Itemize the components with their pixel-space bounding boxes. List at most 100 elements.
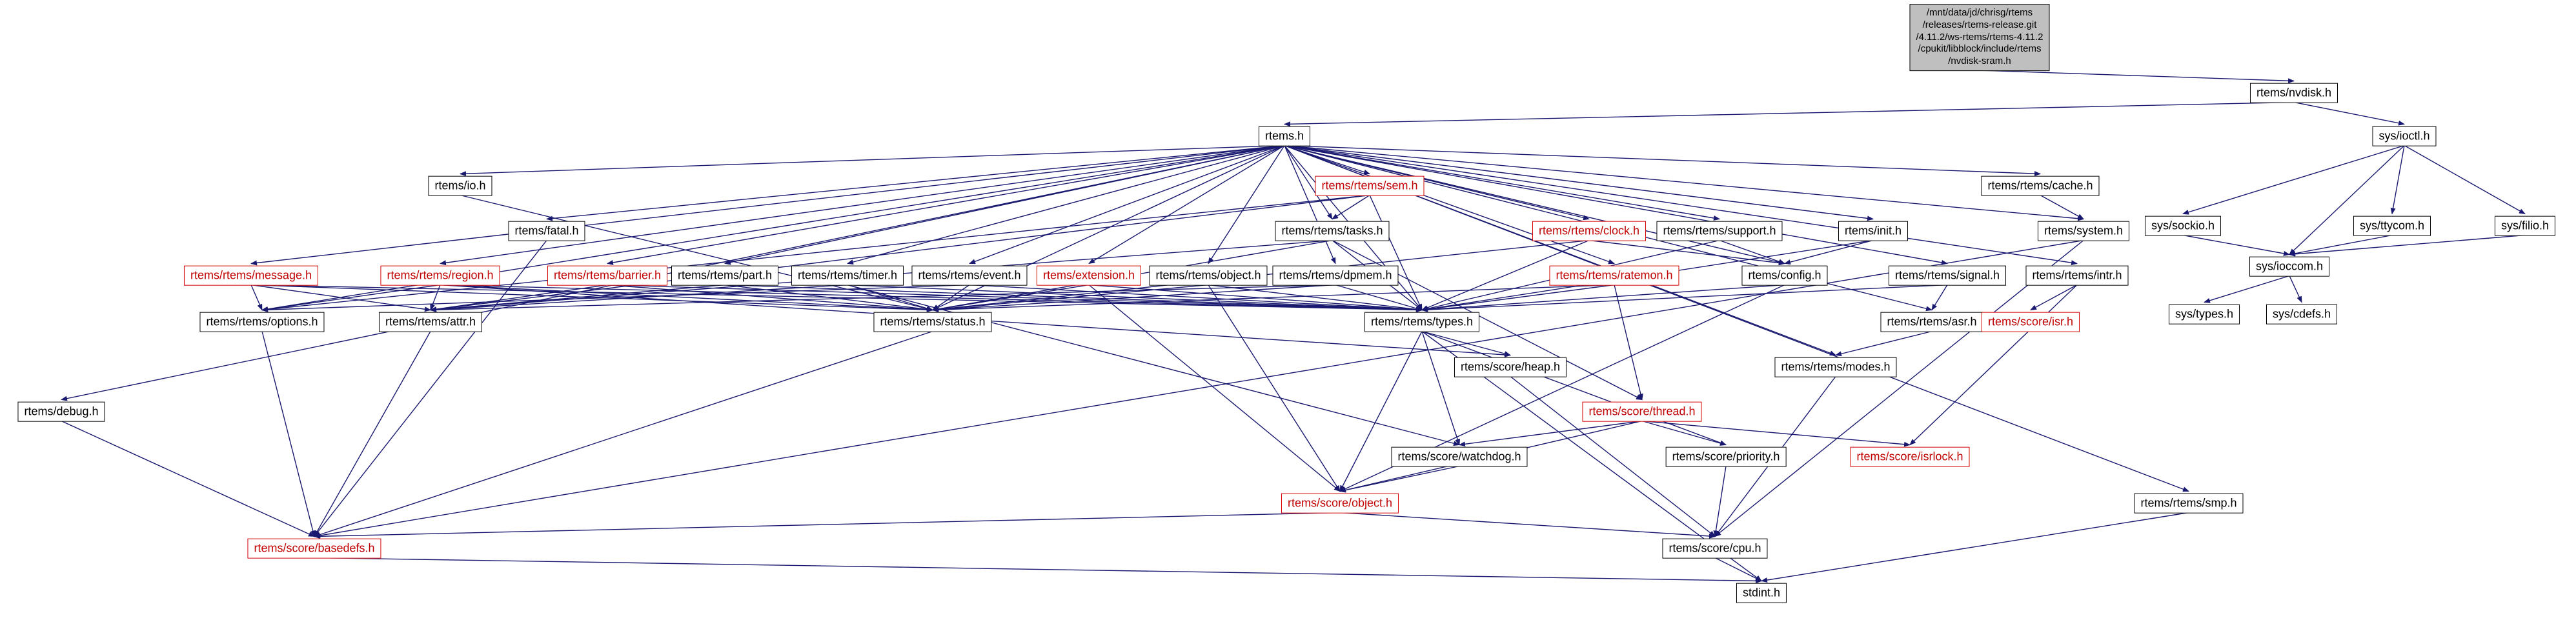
graph-node-timer[interactable]: rtems/rtems/timer.h — [791, 265, 904, 286]
graph-edge-ioctl-to-ttycom — [2390, 145, 2405, 215]
graph-edge-rtems-to-io — [460, 145, 1285, 177]
graph-node-filio[interactable]: sys/filio.h — [2494, 215, 2556, 236]
graph-node-io[interactable]: rtems/io.h — [428, 175, 492, 196]
graph-edge-rtems-to-dpmem — [1284, 145, 1336, 265]
graph-node-isr[interactable]: rtems/score/isr.h — [1981, 312, 2080, 332]
graph-edge-attr-to-basedefs — [314, 331, 431, 537]
graph-node-priority[interactable]: rtems/score/priority.h — [1665, 446, 1787, 467]
graph-edge-signal-to-rtypes — [1421, 284, 1948, 313]
graph-edge-clock-to-rtypes — [1421, 239, 1590, 311]
graph-node-debug[interactable]: rtems/debug.h — [17, 401, 105, 422]
graph-node-tasks[interactable]: rtems/rtems/tasks.h — [1275, 221, 1390, 241]
graph-node-isrlock[interactable]: rtems/score/isrlock.h — [1850, 446, 1970, 467]
graph-edge-nvdisk-to-rtems — [1284, 101, 2295, 127]
graph-edge-barrier-to-attr — [430, 284, 608, 312]
graph-edge-rtems-to-extension — [1088, 145, 1285, 265]
graph-edge-ioccom-to-systypes — [2204, 275, 2290, 303]
graph-edge-clock-to-config — [1588, 239, 1785, 266]
graph-node-system[interactable]: rtems/system.h — [2037, 221, 2130, 241]
graph-edge-cache-to-system — [2040, 194, 2084, 220]
graph-node-asr[interactable]: rtems/rtems/asr.h — [1880, 312, 1983, 332]
graph-edge-system-to-cpu — [1714, 239, 2084, 537]
graph-edge-ioccom-to-cdefs — [2289, 275, 2302, 303]
graph-edge-rtems-to-system — [1284, 145, 2084, 221]
graph-edge-sobject-to-cpu — [1339, 512, 1716, 539]
graph-node-support[interactable]: rtems/rtems/support.h — [1656, 221, 1783, 241]
graph-edge-rtems-to-event — [969, 145, 1285, 265]
graph-node-sobject[interactable]: rtems/score/object.h — [1281, 493, 1399, 514]
graph-node-config[interactable]: rtems/config.h — [1741, 265, 1828, 286]
graph-edge-event-to-options — [261, 284, 970, 313]
graph-node-basedefs[interactable]: rtems/score/basedefs.h — [247, 538, 381, 559]
graph-node-extension[interactable]: rtems/extension.h — [1036, 265, 1142, 286]
graph-edge-rtypes-to-watchdog — [1421, 331, 1460, 446]
graph-node-rtems[interactable]: rtems.h — [1258, 126, 1311, 146]
graph-edge-region-to-status — [440, 284, 933, 313]
graph-node-clock[interactable]: rtems/rtems/clock.h — [1532, 221, 1647, 241]
graph-node-status[interactable]: rtems/rtems/status.h — [873, 312, 992, 332]
graph-edge-sockio-to-ioccom — [2182, 234, 2290, 256]
graph-node-stdint[interactable]: stdint.h — [1736, 583, 1787, 603]
graph-node-dpmem[interactable]: rtems/rtems/dpmem.h — [1272, 265, 1399, 286]
graph-edge-thread-to-priority — [1641, 420, 1727, 446]
graph-node-systypes[interactable]: sys/types.h — [2168, 304, 2240, 325]
graph-node-intr[interactable]: rtems/rtems/intr.h — [2025, 265, 2129, 286]
graph-edge-rtems-to-tasks — [1284, 145, 1333, 220]
graph-edge-event-to-status — [932, 284, 970, 311]
graph-edge-rtems-to-support — [1284, 145, 1720, 221]
graph-node-cache[interactable]: rtems/rtems/cache.h — [1981, 175, 2100, 196]
graph-node-sem[interactable]: rtems/rtems/sem.h — [1315, 175, 1425, 196]
graph-node-smp[interactable]: rtems/rtems/smp.h — [2134, 493, 2244, 514]
graph-edge-nvdisk-to-ioctl — [2293, 101, 2405, 126]
graph-edge-dpmem-to-attr — [430, 284, 1336, 313]
graph-edge-support-to-config — [1719, 239, 1785, 265]
graph-edge-rtems-to-cache — [1284, 145, 2041, 177]
graph-node-init[interactable]: rtems/init.h — [1838, 221, 1909, 241]
graph-edge-rtypes-to-priority — [1421, 330, 1727, 446]
graph-edge-root-to-nvdisk — [1979, 70, 2295, 84]
graph-node-ttycom[interactable]: sys/ttycom.h — [2353, 215, 2431, 236]
graph-node-watchdog[interactable]: rtems/score/watchdog.h — [1391, 446, 1528, 467]
graph-edge-timer-to-attr — [430, 284, 848, 312]
graph-node-ioctl[interactable]: sys/ioctl.h — [2372, 126, 2437, 146]
graph-node-nvdisk[interactable]: rtems/nvdisk.h — [2249, 83, 2338, 103]
graph-edge-rtems-to-smp — [1284, 145, 2189, 492]
graph-edge-rtems-to-init — [1284, 145, 1874, 221]
graph-node-thread[interactable]: rtems/score/thread.h — [1582, 401, 1702, 422]
graph-edge-rtems-to-message — [250, 145, 1285, 266]
graph-edge-options-to-basedefs — [261, 331, 316, 537]
graph-node-rtypes[interactable]: rtems/rtems/types.h — [1364, 312, 1480, 332]
graph-node-part[interactable]: rtems/rtems/part.h — [671, 265, 779, 286]
graph-edge-ioctl-to-filio — [2404, 145, 2526, 215]
graph-node-attr[interactable]: rtems/rtems/attr.h — [378, 312, 483, 332]
graph-edge-region-to-attr — [430, 285, 441, 311]
graph-node-cpu[interactable]: rtems/score/cpu.h — [1662, 538, 1768, 559]
graph-node-barrier[interactable]: rtems/rtems/barrier.h — [547, 265, 668, 286]
graph-node-message[interactable]: rtems/rtems/message.h — [183, 265, 319, 286]
graph-edge-rtems-to-barrier — [607, 145, 1285, 265]
graph-node-region[interactable]: rtems/rtems/region.h — [380, 265, 500, 286]
graph-edge-heap-to-cpu — [1510, 375, 1716, 537]
graph-edge-rtems-to-intr — [1284, 145, 2078, 266]
graph-node-robject[interactable]: rtems/rtems/object.h — [1149, 265, 1268, 286]
graph-edge-sem-to-attr — [430, 194, 1370, 312]
graph-node-ioccom[interactable]: sys/ioccom.h — [2249, 256, 2330, 277]
graph-edge-message-to-rtypes — [250, 284, 1423, 313]
graph-edge-asr-to-modes — [1835, 330, 1932, 357]
graph-edge-rtems-to-timer — [847, 145, 1285, 265]
graph-node-event[interactable]: rtems/rtems/event.h — [911, 265, 1028, 286]
graph-node-cdefs[interactable]: sys/cdefs.h — [2266, 304, 2338, 325]
graph-node-fatal[interactable]: rtems/fatal.h — [508, 221, 585, 241]
graph-edge-message-to-status — [250, 284, 933, 313]
graph-node-sockio[interactable]: sys/sockio.h — [2144, 215, 2222, 236]
graph-edge-robject-to-status — [932, 284, 1209, 312]
graph-edge-filio-to-ioccom — [2289, 234, 2526, 257]
graph-node-heap[interactable]: rtems/score/heap.h — [1454, 357, 1567, 377]
graph-edge-robject-to-sobject — [1208, 285, 1341, 492]
graph-node-ratemon[interactable]: rtems/rtems/ratemon.h — [1549, 265, 1679, 286]
graph-node-modes[interactable]: rtems/rtems/modes.h — [1774, 357, 1897, 377]
graph-node-signal[interactable]: rtems/rtems/signal.h — [1888, 265, 2007, 286]
graph-edge-dpmem-to-rtypes — [1335, 284, 1423, 311]
graph-node-options[interactable]: rtems/rtems/options.h — [199, 312, 325, 332]
